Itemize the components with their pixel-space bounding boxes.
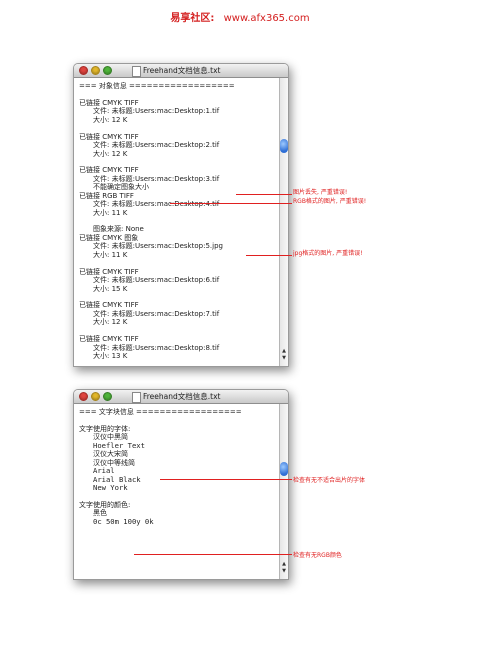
text-line: Hoefler Text [93, 440, 145, 450]
annotation-jpg: jpg格式的图片, 严重错误! [293, 250, 363, 257]
text-line: 文字使用的颜色: [79, 500, 131, 509]
vertical-scrollbar[interactable]: ▲▼ [279, 78, 288, 366]
text-line: 已链接 CMYK TIFF [79, 132, 139, 141]
text-line: Arial Black [93, 474, 141, 484]
site-logo: 易享社区: [170, 13, 215, 24]
annotation-fonts: 检查有无不适合出片的字体 [293, 477, 366, 484]
text-line: 汉仪中等线简 [93, 458, 135, 467]
text-line: 已链接 CMYK TIFF [79, 267, 139, 276]
text-line: 大小: 11 K [93, 208, 128, 217]
text-line: 已链接 RGB TIFF [79, 191, 134, 200]
text-line: 大小: 11 K [93, 250, 128, 259]
blank-line [79, 492, 279, 500]
vertical-scrollbar[interactable]: ▲▼ [279, 404, 288, 579]
title-bar[interactable]: Freehand文档信息.txt [74, 64, 288, 78]
text-line: 已链接 CMYK TIFF [79, 301, 139, 310]
object-info-window: Freehand文档信息.txt === 对象信息 ==============… [73, 63, 289, 367]
scroll-arrows[interactable]: ▲▼ [282, 561, 286, 574]
site-url[interactable]: www.afx365.com [223, 13, 310, 24]
annotation-rgb-tif: RGB格式的图片, 严重错误! [293, 198, 367, 205]
text-line: 文件: 未标题:Users:mac:Desktop:4.tif [93, 200, 220, 209]
text-line: 已链接 CMYK TIFF [79, 166, 139, 175]
close-button[interactable] [79, 392, 88, 401]
text-line: 文字使用的字体: [79, 424, 131, 433]
text-line: 汉仪大宋简 [93, 450, 128, 459]
blank-line [79, 416, 279, 424]
scroll-thumb[interactable] [280, 462, 288, 476]
close-button[interactable] [79, 66, 88, 75]
minimize-button[interactable] [91, 66, 100, 75]
document-icon [132, 66, 141, 77]
text-line: 已链接 CMYK 图象 [79, 233, 139, 242]
text-line: 大小: 13 K [93, 352, 128, 360]
text-line: 文件: 未标题:Users:mac:Desktop:2.tif [93, 141, 220, 150]
text-line: 汉仪中黑简 [93, 433, 128, 442]
text-line: 已链接 CMYK TIFF [79, 335, 139, 344]
text-line: === 对象信息 ================== [79, 82, 235, 90]
zoom-button[interactable] [103, 392, 112, 401]
text-line: 大小: 12 K [93, 115, 128, 124]
annotation-line-rgb [170, 203, 292, 204]
text-line: 图象来源: None [93, 225, 144, 234]
annotation-colors: 检查有无RGB颜色 [293, 552, 342, 559]
text-line: 大小: 15 K [93, 284, 128, 293]
text-line: 0c 50m 100y 0k [93, 516, 154, 526]
text-line: New York [93, 482, 128, 492]
text-line: 黑色 [93, 509, 107, 518]
annotation-missing: 图片丢失, 严重错误! [293, 189, 348, 196]
window-title: Freehand文档信息.txt [143, 66, 221, 75]
scroll-arrows[interactable]: ▲▼ [282, 348, 286, 361]
minimize-button[interactable] [91, 392, 100, 401]
text-line: 文件: 未标题:Users:mac:Desktop:8.tif [93, 343, 220, 352]
annotation-line-jpg [246, 255, 292, 256]
text-content[interactable]: === 对象信息 ================== 已链接 CMYK TIFF… [74, 78, 279, 366]
window-title: Freehand文档信息.txt [143, 392, 221, 401]
site-header: 易享社区: www.afx365.com [0, 9, 480, 24]
scroll-thumb[interactable] [280, 139, 288, 153]
annotation-line-fonts [160, 479, 292, 480]
text-line: 已链接 CMYK TIFF [79, 98, 139, 107]
text-line: 文件: 未标题:Users:mac:Desktop:6.tif [93, 276, 220, 285]
title-bar[interactable]: Freehand文档信息.txt [74, 390, 288, 404]
text-line: 大小: 12 K [93, 149, 128, 158]
text-line: 文件: 未标题:Users:mac:Desktop:3.tif [93, 174, 220, 183]
text-line: === 文字块信息 ================== [79, 408, 242, 416]
text-line: 大小: 12 K [93, 318, 128, 327]
text-block-info-window: Freehand文档信息.txt === 文字块信息 =============… [73, 389, 289, 580]
blank-line [79, 327, 279, 335]
document-icon [132, 392, 141, 403]
text-line: 文件: 未标题:Users:mac:Desktop:7.tif [93, 309, 220, 318]
blank-line [79, 124, 279, 132]
text-line: 文件: 未标题:Users:mac:Desktop:5.jpg [93, 242, 223, 251]
text-line: 不能确定图象大小 [93, 183, 149, 192]
zoom-button[interactable] [103, 66, 112, 75]
annotation-line-missing [236, 194, 292, 195]
annotation-line-colors [134, 554, 292, 555]
text-line: Arial [93, 466, 115, 476]
blank-line [79, 259, 279, 267]
blank-line [79, 90, 279, 98]
text-content[interactable]: === 文字块信息 ================== 文字使用的字体:汉仪中黑… [74, 404, 279, 579]
text-line: 文件: 未标题:Users:mac:Desktop:1.tif [93, 107, 220, 116]
